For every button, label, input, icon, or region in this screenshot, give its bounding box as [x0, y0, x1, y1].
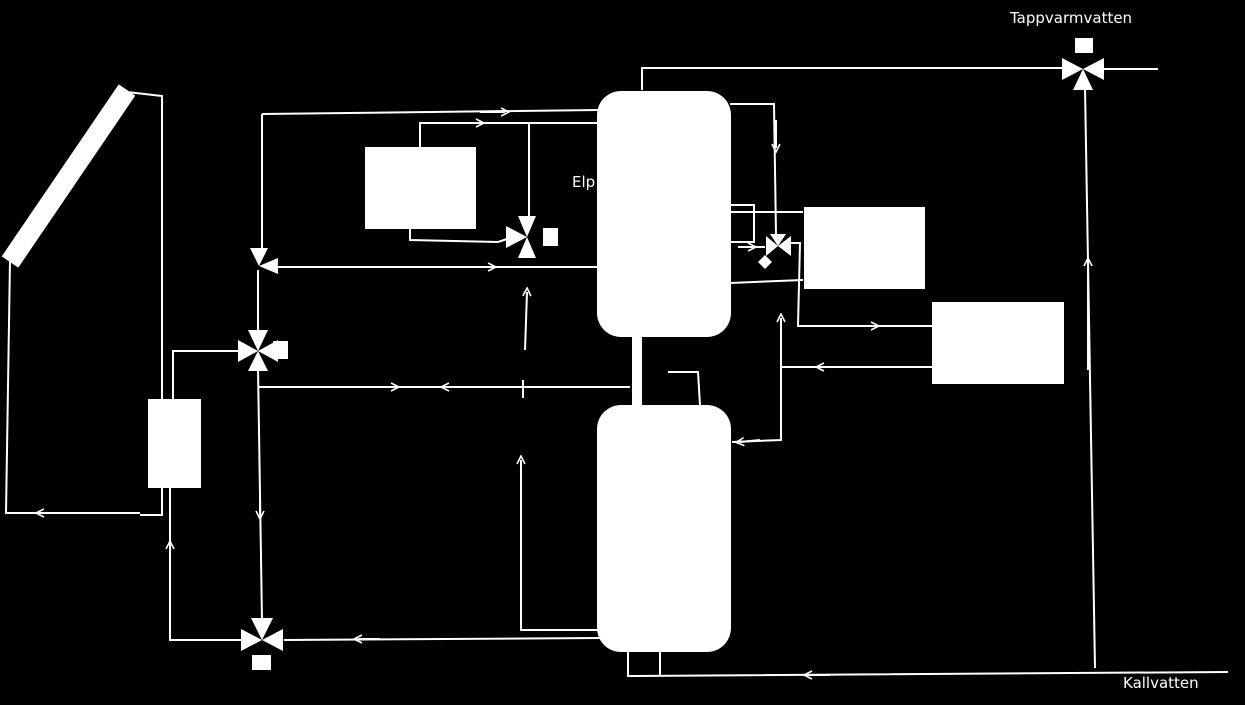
right-side-pipes — [627, 67, 1229, 676]
boiler-box-pipes — [409, 123, 600, 631]
tank-lower — [597, 405, 731, 652]
hot-water-label: Tappvarmvatten — [1010, 9, 1133, 27]
main-loop-pipes — [258, 110, 630, 640]
radiator-box — [932, 302, 1064, 384]
heat-exchanger — [148, 399, 201, 488]
three-way-valve-hotwater-icon — [1062, 38, 1104, 90]
three-way-valve-boiler-icon — [506, 216, 558, 258]
three-way-valve-left-icon — [238, 330, 288, 371]
electric-heater-label: Elp — [572, 173, 596, 191]
solar-collector — [1, 84, 136, 268]
tank-upper — [597, 91, 731, 337]
cold-water-label: Kallvatten — [1123, 674, 1199, 692]
heat-exchanger-pipes — [170, 350, 244, 641]
valve-upper-left-icon — [250, 248, 278, 274]
mixing-valve-right-icon — [758, 234, 791, 269]
three-way-valve-bottom-icon — [241, 618, 283, 670]
boiler-box — [365, 147, 476, 229]
heat-pump-box — [804, 207, 925, 289]
solar-circuit-pipes — [4, 91, 163, 515]
tank-connector — [632, 336, 642, 408]
